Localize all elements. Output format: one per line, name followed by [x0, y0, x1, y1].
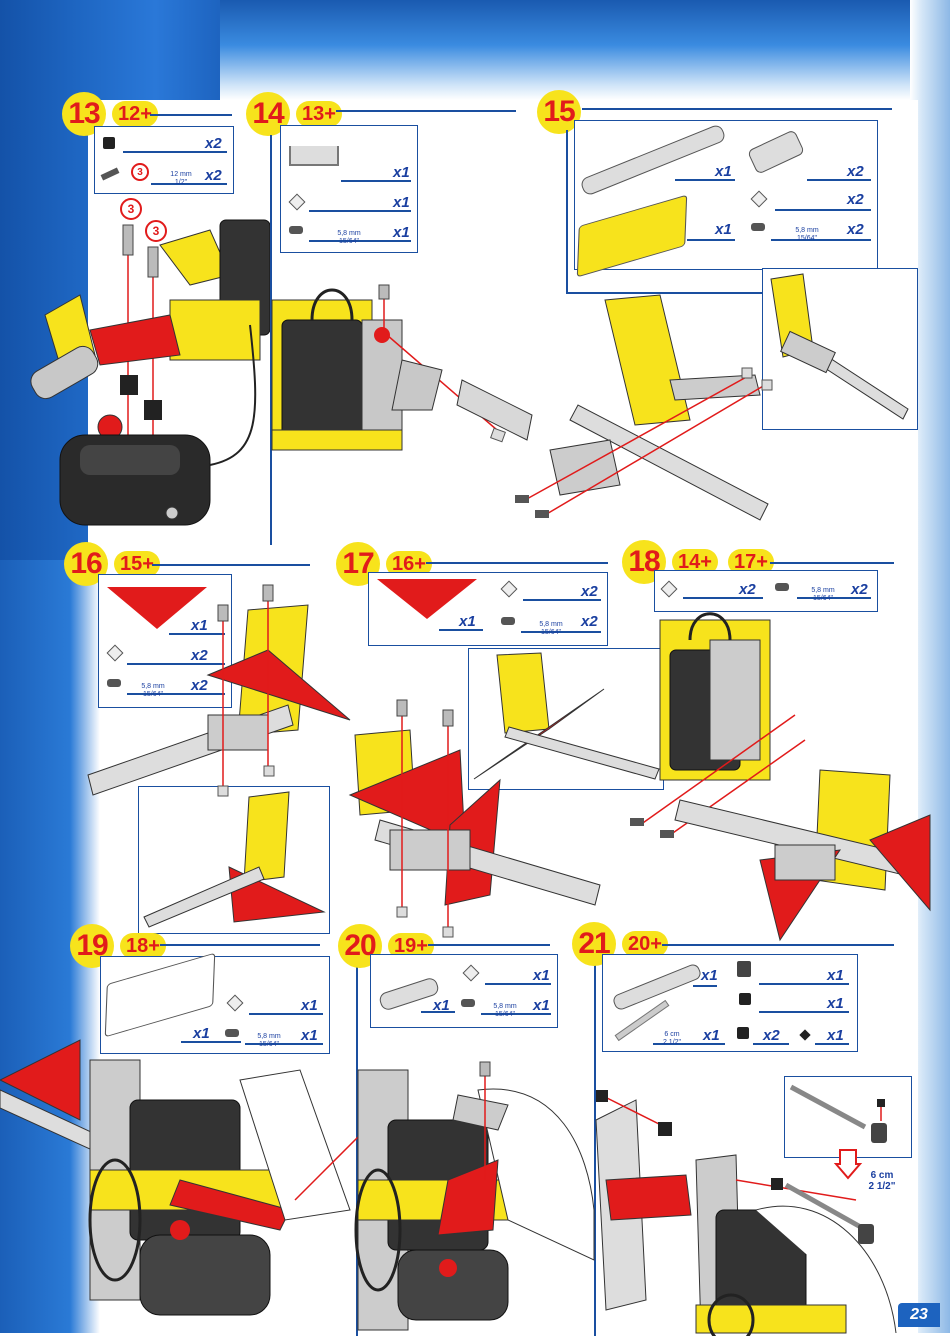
- part-qty: x2: [851, 581, 868, 598]
- step-rule: [152, 564, 310, 566]
- part-qty: x2: [205, 167, 222, 184]
- step-rule: [582, 108, 892, 110]
- detail-inset: [762, 268, 918, 430]
- page-border-top: [220, 0, 950, 100]
- nut-icon: [501, 581, 518, 598]
- grub-screw-icon: [799, 1029, 810, 1040]
- part-qty: x1: [459, 613, 476, 630]
- part-qty: x1: [301, 997, 318, 1014]
- collar-icon: [739, 993, 751, 1005]
- part-qty: x2: [763, 1027, 780, 1044]
- part-qty: x1: [433, 997, 450, 1014]
- bolt-icon: [225, 1029, 239, 1037]
- part-qty: x1: [703, 1027, 720, 1044]
- step-rule: [336, 110, 516, 112]
- step-13-illustration: [20, 215, 280, 545]
- bracket-icon: [289, 146, 339, 166]
- step-rule: [160, 944, 320, 946]
- part-qty: x2: [847, 191, 864, 208]
- nut-icon: [289, 194, 306, 211]
- detail-illustration: [763, 269, 917, 429]
- part-qty: x1: [393, 194, 410, 211]
- part-qty: x2: [581, 613, 598, 630]
- parts-list: x1 x2 5,8 mm15/64" x2: [368, 572, 608, 646]
- part-qty: x2: [847, 163, 864, 180]
- qty-line: [687, 239, 735, 241]
- part-qty: x1: [827, 967, 844, 984]
- nut-icon: [463, 965, 480, 982]
- bolt-icon: [775, 583, 789, 591]
- callout-circle: 3: [131, 163, 149, 181]
- part-qty: x2: [581, 583, 598, 600]
- part-qty: x1: [827, 1027, 844, 1044]
- step-divider: [566, 130, 568, 292]
- prev-step-badge: 13+: [296, 101, 342, 127]
- part-qty: x2: [205, 135, 222, 152]
- part-qty: x1: [393, 164, 410, 181]
- strip-icon: [378, 976, 441, 1012]
- bolt-icon: [751, 223, 765, 231]
- page-number: 23: [898, 1303, 940, 1327]
- pinion-icon: [737, 961, 751, 977]
- part-qty: x2: [739, 581, 756, 598]
- length-label: 6 cm2 1/2": [657, 1031, 687, 1047]
- part-qty: x1: [701, 967, 718, 984]
- bolt-icon: [501, 617, 515, 625]
- part-qty: x1: [393, 224, 410, 241]
- bolt-icon: [289, 226, 303, 234]
- step-rule: [428, 944, 550, 946]
- step-rule: [150, 114, 232, 116]
- part-qty: x2: [847, 221, 864, 238]
- part-qty: x1: [533, 997, 550, 1014]
- length-label: 5,8 mm15/64": [787, 227, 827, 243]
- step-20-illustration: [358, 1060, 594, 1333]
- strip-icon: [579, 123, 727, 197]
- step-18-illustration: [630, 600, 940, 950]
- step-rule: [770, 562, 894, 564]
- step-17-illustration: [350, 695, 610, 945]
- part-qty: x1: [715, 221, 732, 238]
- step-19-illustration: [0, 1040, 360, 1335]
- bolt-icon: [101, 167, 120, 180]
- step-15-illustration: [510, 290, 780, 530]
- step-rule: [662, 944, 894, 946]
- parts-list: x2 3 12 mm1/2" x2: [94, 126, 234, 194]
- bolt-icon: [461, 999, 475, 1007]
- step-21-illustration: [596, 1080, 896, 1333]
- collar-icon: [737, 1027, 749, 1039]
- part-qty: x1: [533, 967, 550, 984]
- nut-icon: [227, 995, 244, 1012]
- collar-icon: [103, 137, 115, 149]
- part-qty: x1: [715, 163, 732, 180]
- qty-line: [693, 985, 717, 987]
- bracket-icon: [747, 129, 805, 175]
- step-16-illustration: [88, 580, 358, 810]
- parts-list: x1 x1 x1 6 cm2 1/2" x1 x2 x1: [602, 954, 858, 1052]
- flexible-plate-icon: [577, 195, 687, 278]
- nut-icon: [661, 581, 678, 598]
- part-qty: x1: [827, 995, 844, 1012]
- nut-icon: [751, 191, 768, 208]
- qty-line: [775, 209, 871, 211]
- step-rule: [426, 562, 608, 564]
